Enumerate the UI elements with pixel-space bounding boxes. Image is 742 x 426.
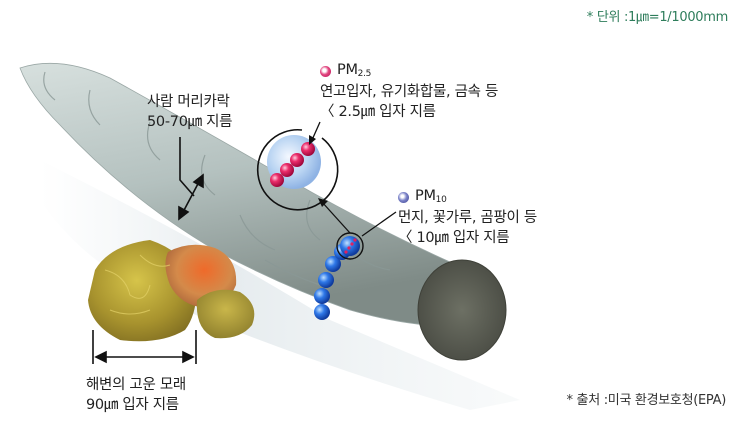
pm25-name: PM — [337, 62, 358, 78]
pm25-label: PM2.5 연고입자, 유기화합물, 금속 등 〈 2.5㎛ 입자 지름 — [320, 60, 498, 122]
pm25-heading: PM2.5 — [320, 60, 498, 82]
sand-label-diameter: 90㎛ 입자 지름 — [86, 397, 179, 413]
pm10-heading: PM10 — [398, 186, 537, 208]
hair-label-diameter: 50-70㎛ 지름 — [147, 114, 233, 130]
pm25-dot-icon — [320, 65, 331, 77]
pm25-magnified-view — [256, 121, 351, 234]
unit-note: * 단위 :1㎛=1/1000mm — [586, 10, 729, 25]
sand-dimension-marker — [92, 330, 197, 364]
hair-label: 사람 머리카락 50-70㎛ 지름 — [147, 92, 233, 132]
pm25-examples: 연고입자, 유기화합물, 금속 등 — [320, 84, 499, 100]
sand-grains — [88, 240, 255, 342]
sand-label-title: 해변의 고운 모래 — [86, 377, 186, 393]
pm10-name: PM — [415, 188, 436, 204]
pm25-subscript: 2.5 — [357, 69, 372, 79]
source-note: * 출처 :미국 환경보호청(EPA) — [566, 393, 727, 408]
pm10-dot-icon — [398, 191, 409, 203]
hair-dimension-marker — [178, 137, 204, 221]
pm10-examples: 먼지, 꽃가루, 곰팡이 등 — [398, 210, 537, 226]
pm10-diameter: 〈 10㎛ 입자 지름 — [398, 230, 510, 246]
pm10-subscript: 10 — [435, 195, 447, 205]
hair-label-title: 사람 머리카락 — [147, 94, 230, 110]
pm25-diameter: 〈 2.5㎛ 입자 지름 — [320, 104, 436, 120]
pm10-particles — [314, 211, 397, 320]
sand-label: 해변의 고운 모래 90㎛ 입자 지름 — [86, 375, 186, 415]
pm10-label: PM10 먼지, 꽃가루, 곰팡이 등 〈 10㎛ 입자 지름 — [398, 186, 537, 248]
hair-cross-section — [417, 259, 507, 361]
